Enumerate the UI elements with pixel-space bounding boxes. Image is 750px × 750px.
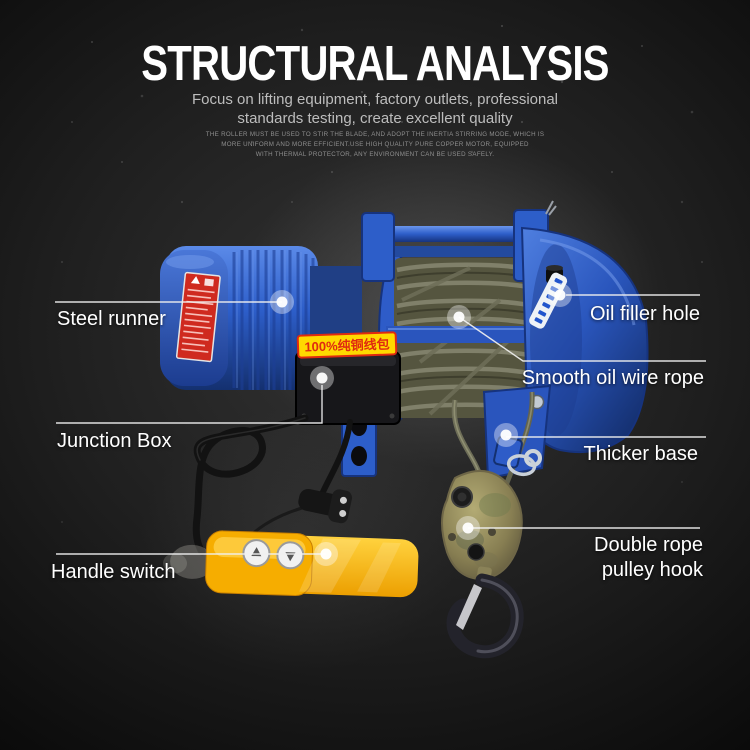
- wire-rope-coils: [396, 262, 534, 413]
- background-speckles: [61, 25, 703, 523]
- callout-label-steel-runner: Steel runner: [57, 308, 166, 330]
- callout-label-handle-switch: Handle switch: [51, 561, 176, 583]
- callout-dot: [314, 542, 338, 566]
- fineprint: THE ROLLER MUST BE USED TO STIR THE BLAD…: [206, 130, 545, 160]
- callout-label-oil-filler-hole: Oil filler hole: [589, 303, 700, 325]
- power-plug: [298, 488, 353, 524]
- safety-latch: [456, 584, 482, 630]
- copper-winding-sticker-text: 100%纯铜线包: [304, 337, 390, 355]
- pulley-hook: [441, 470, 524, 659]
- callout-label-junction-box: Junction Box: [57, 430, 172, 452]
- warning-label: [175, 271, 221, 363]
- callout-dot: [456, 516, 480, 540]
- callout-label-thicker-base: Thicker base: [583, 443, 699, 465]
- hook: [446, 573, 524, 659]
- callout-lines: [55, 294, 706, 555]
- fineprint-line-1: THE ROLLER MUST BE USED TO STIR THE BLAD…: [205, 131, 545, 139]
- copper-winding-sticker: 100%纯铜线包: [296, 331, 398, 359]
- subtitle: Focus on lifting equipment, factory outl…: [0, 90, 750, 128]
- rope-clamp: [493, 435, 537, 477]
- callout-label-double-rope-line-2: pulley hook: [601, 559, 703, 581]
- fineprint-line-3: WITH THERMAL PROTECTOR, ANY ENVIRONMENT …: [255, 151, 495, 158]
- callout-dots: [270, 283, 572, 566]
- callout-label-smooth-oil-wire-rope: Smooth oil wire rope: [521, 367, 704, 389]
- callout-label-double-rope-pulley-hook: Double rope pulley hook: [594, 533, 703, 583]
- callout-label-double-rope-line-1: Double rope: [594, 534, 703, 556]
- callout-dot: [548, 283, 572, 307]
- motor: [160, 246, 318, 390]
- callout-dot: [447, 305, 471, 329]
- cotter-pin: [545, 200, 557, 216]
- power-cables: [192, 414, 353, 556]
- subtitle-line-1: Focus on lifting equipment, factory outl…: [191, 91, 559, 108]
- page-title: STRUCTURAL ANALYSIS: [141, 37, 609, 91]
- callout-dot: [310, 366, 334, 390]
- callout-dot: [494, 423, 518, 447]
- callout-line-smooth-oil-wire-rope: [458, 316, 706, 362]
- fineprint-line-2: MORE UNIFORM AND MORE EFFICIENT.USE HIGH…: [221, 141, 529, 148]
- callout-dot: [270, 290, 294, 314]
- callout-line-junction-box: [56, 385, 323, 424]
- subtitle-line-2: standards testing, create excellent qual…: [237, 110, 513, 127]
